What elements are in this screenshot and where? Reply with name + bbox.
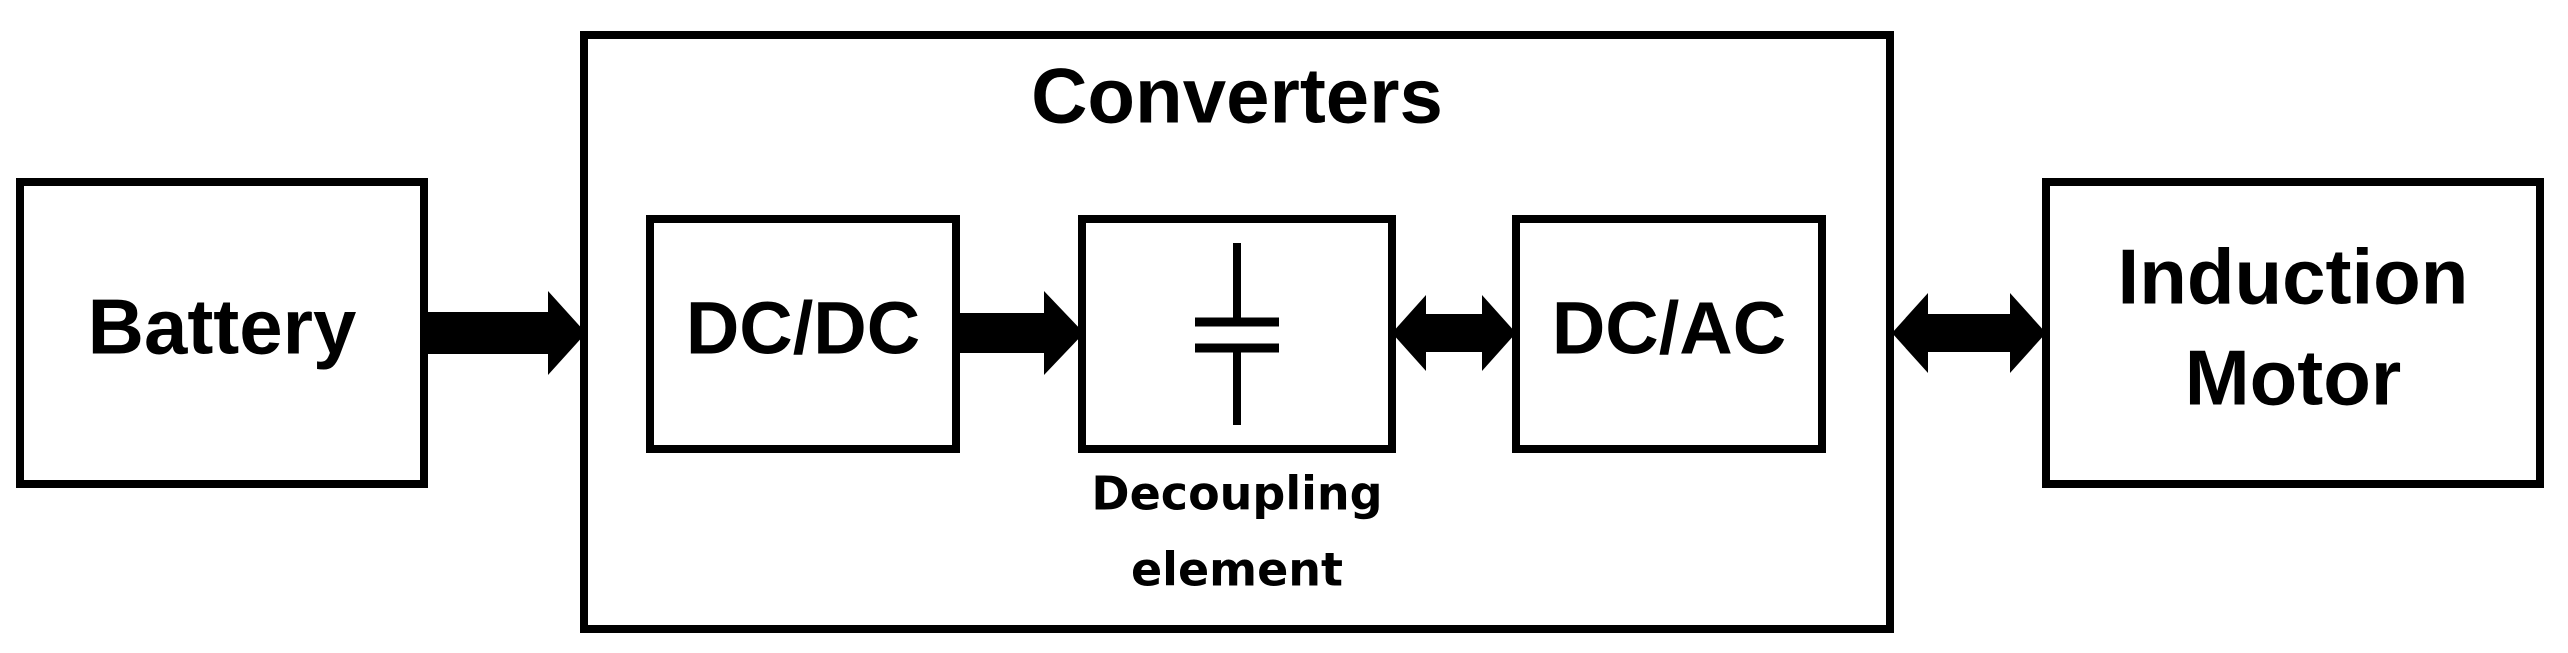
induction-motor-box	[2042, 178, 2544, 488]
decoupling-caption-line1: Decoupling	[1091, 467, 1382, 521]
capacitor-icon	[1195, 243, 1279, 425]
arrow-converters-motor	[1892, 293, 2046, 373]
induction-motor-block: Induction Motor	[2042, 178, 2544, 488]
dcac-block: DC/AC	[1512, 215, 1826, 453]
induction-motor-label-line1: Induction	[2118, 233, 2469, 321]
battery-block: Battery	[16, 178, 428, 488]
dcac-label: DC/AC	[1552, 287, 1786, 370]
battery-box	[16, 178, 428, 488]
arrow-dcdc-to-decoupling	[956, 291, 1084, 375]
dcdc-box	[646, 215, 960, 453]
dcdc-label: DC/DC	[686, 287, 920, 370]
arrow-battery-to-converters	[424, 291, 586, 375]
decoupling-caption-line2: element	[1131, 543, 1343, 597]
dcac-box	[1512, 215, 1826, 453]
converters-block: Converters DC/DC Decoupling element DC/A…	[580, 31, 1894, 633]
induction-motor-label-line2: Motor	[2185, 334, 2402, 422]
decoupling-block	[1078, 215, 1396, 453]
converters-title: Converters	[1031, 52, 1443, 140]
dcdc-block: DC/DC	[646, 215, 960, 453]
arrow-decoupling-dcac	[1392, 295, 1516, 371]
battery-label: Battery	[88, 283, 357, 371]
